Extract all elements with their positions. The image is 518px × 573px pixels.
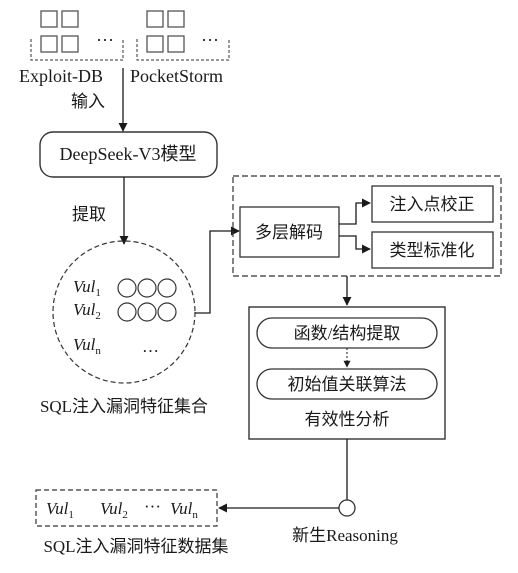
init-assoc-pill: 初始值关联算法 bbox=[256, 368, 438, 400]
injection-fix-box: 注入点校正 bbox=[371, 185, 494, 223]
dataset-vuln: Vuln bbox=[170, 499, 198, 521]
vul1-label: Vul1 bbox=[73, 277, 101, 299]
vuln-feature-set: Vul1 Vul2 Vuln … bbox=[52, 240, 196, 384]
multi-layer-decode-box: 多层解码 bbox=[239, 206, 340, 258]
set-to-decode-arrow bbox=[195, 226, 240, 314]
pocketstorm-label: PocketStorm bbox=[130, 66, 223, 86]
model-label: DeepSeek-V3模型 bbox=[60, 144, 197, 164]
init-assoc-label: 初始值关联算法 bbox=[288, 375, 407, 394]
decode-to-fix-arrow bbox=[339, 198, 371, 225]
exploit-db-label: Exploit-DB bbox=[19, 66, 103, 86]
extract-label: 提取 bbox=[72, 205, 106, 224]
multi-layer-decode-label: 多层解码 bbox=[255, 223, 323, 242]
dataset-vul1: Vul1 bbox=[46, 499, 74, 521]
analysis-box: 函数/结构提取 初始值关联算法 有效性分析 bbox=[248, 306, 446, 440]
func-extract-label: 函数/结构提取 bbox=[294, 324, 401, 343]
input-label: 输入 bbox=[71, 92, 105, 111]
pocketstorm-source: ··· PocketStorm bbox=[130, 10, 230, 86]
exploit-db-bracket bbox=[30, 39, 124, 61]
exploit-db-ellipsis: ··· bbox=[96, 30, 114, 50]
type-normalize-label: 类型标准化 bbox=[390, 241, 475, 260]
model-box: DeepSeek-V3模型 bbox=[39, 131, 218, 178]
type-normalize-box: 类型标准化 bbox=[371, 231, 494, 269]
vuln-label: Vuln bbox=[73, 335, 101, 357]
pocketstorm-bracket bbox=[136, 39, 230, 61]
vul2-label: Vul2 bbox=[73, 300, 101, 322]
analysis-caption: 有效性分析 bbox=[305, 410, 390, 429]
decode-region: 多层解码 注入点校正 类型标准化 bbox=[232, 175, 502, 277]
pocketstorm-grid-icon bbox=[146, 10, 185, 53]
dataset-ellipsis: ··· bbox=[144, 497, 161, 516]
dataset-caption: SQL注入漏洞特征数据集 bbox=[43, 537, 228, 556]
vuln-set-ellipsis: … bbox=[142, 337, 159, 356]
exploit-db-source: ··· Exploit-DB bbox=[19, 10, 124, 86]
pocketstorm-ellipsis: ··· bbox=[201, 30, 219, 50]
exploit-db-grid-icon bbox=[40, 10, 79, 53]
injection-fix-label: 注入点校正 bbox=[390, 195, 475, 214]
feature-circles bbox=[117, 278, 177, 322]
vuln-set-caption: SQL注入漏洞特征集合 bbox=[40, 397, 208, 416]
reasoning-label: 新生Reasoning bbox=[292, 526, 398, 545]
reasoning-node bbox=[338, 499, 356, 517]
decode-to-normalize-arrow bbox=[339, 235, 371, 254]
func-extract-pill: 函数/结构提取 bbox=[256, 317, 438, 349]
dataset-vul2: Vul2 bbox=[100, 499, 128, 521]
dataset-box: Vul1 Vul2 ··· Vuln bbox=[35, 489, 218, 527]
